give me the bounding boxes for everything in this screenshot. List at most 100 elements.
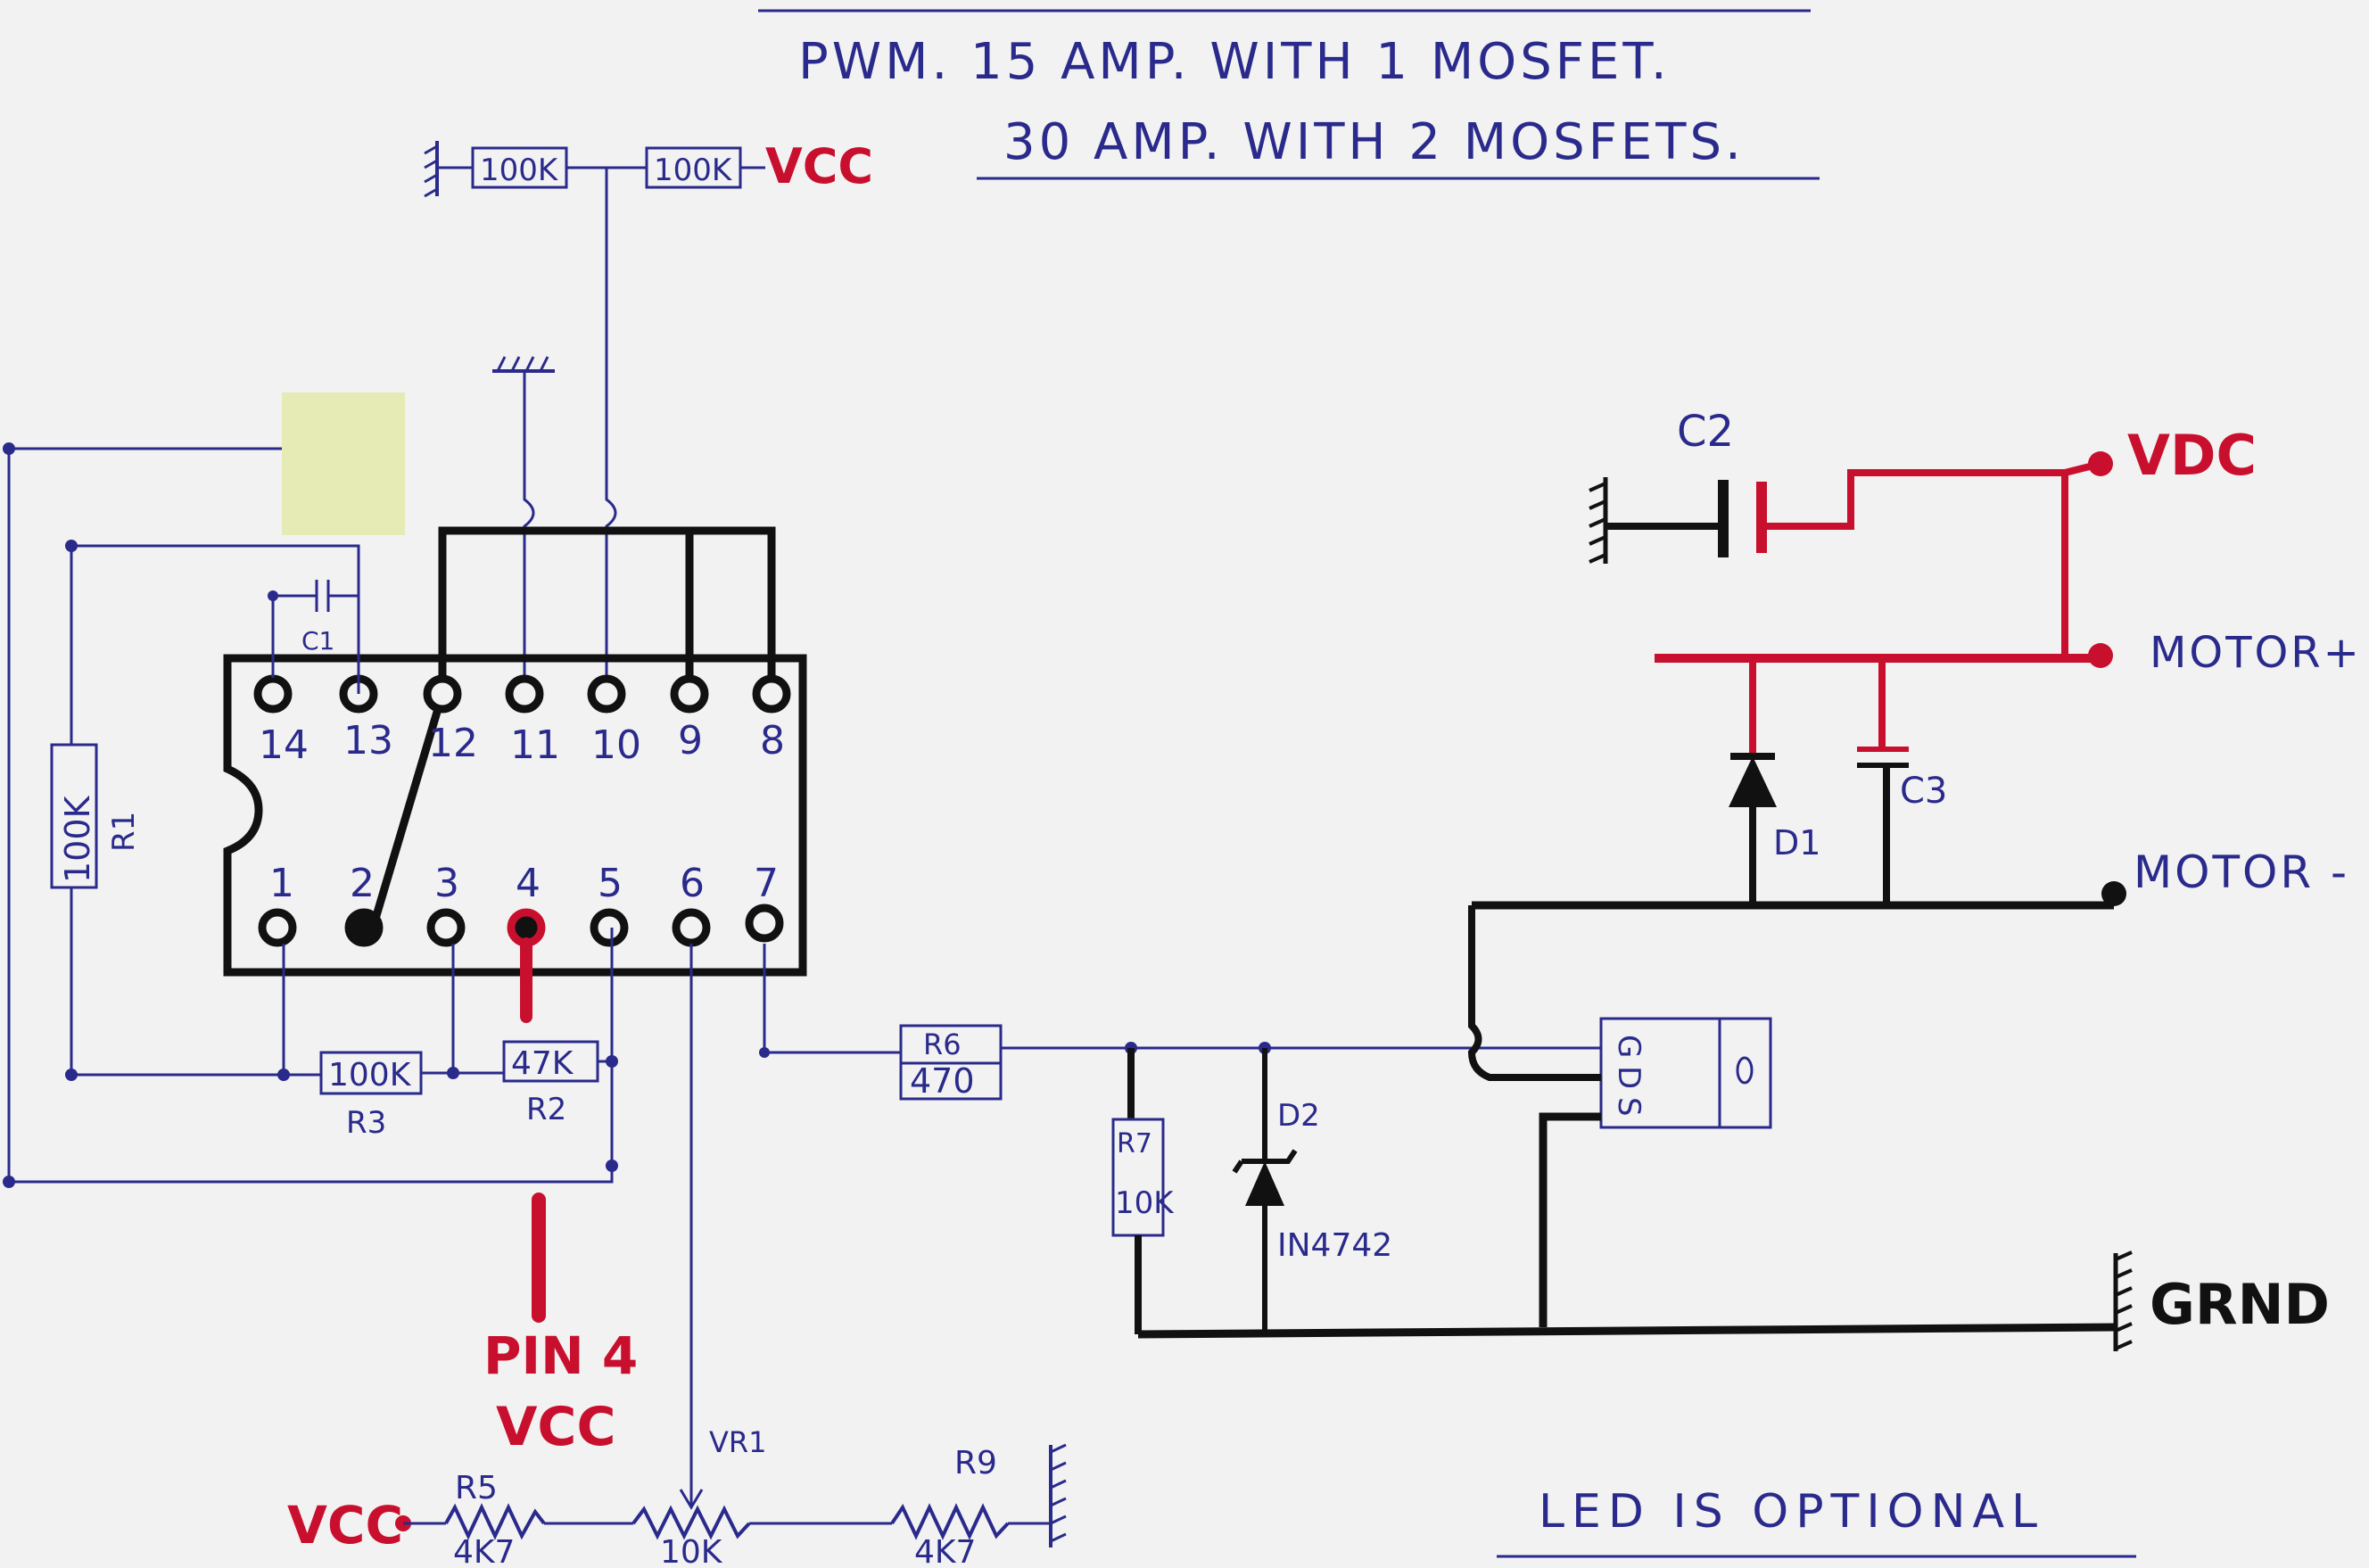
ic-pin-7	[745, 904, 784, 943]
ic-top-pin-labels: 14 13 12 11 10 9 8	[259, 718, 785, 768]
pin-label-6: 6	[680, 861, 705, 906]
mosfet-body	[1599, 1017, 1772, 1129]
ic-pin-3	[426, 908, 466, 947]
d1-body	[1729, 756, 1777, 807]
r1-value: 100K	[58, 795, 97, 883]
ic-pin-6	[672, 908, 711, 947]
c2-ground-symbol	[1589, 477, 1608, 564]
mosfet-g-label: G	[1611, 1035, 1647, 1058]
ic-pin-9	[670, 674, 709, 714]
pin-label-14: 14	[259, 722, 309, 768]
d2-part: IN4742	[1277, 1227, 1392, 1264]
ic-bottom-pin-labels: 1 2 3 4 5 6 7	[269, 861, 779, 906]
r7-value: 10K	[1115, 1185, 1175, 1221]
r1-name: R1	[106, 812, 142, 852]
pin-label-5: 5	[598, 861, 623, 906]
d2-name: D2	[1277, 1098, 1320, 1134]
r2-name: R2	[526, 1092, 566, 1127]
d1-label: D1	[1773, 823, 1820, 862]
grnd-label: GRND	[2150, 1272, 2330, 1337]
top-vcc-label: VCC	[765, 138, 873, 194]
pin4-vcc-label: VCC	[496, 1396, 616, 1458]
pin-label-12: 12	[428, 721, 478, 766]
r5-value: 4K7	[453, 1534, 515, 1568]
c1-label: C1	[301, 626, 334, 656]
top-resistor-right-label: 100K	[654, 153, 733, 188]
ic-pin-12	[423, 674, 462, 714]
r9-resistor	[890, 1503, 1010, 1540]
r1-resistor	[50, 743, 98, 889]
motor-minus-terminal	[2101, 881, 2126, 906]
r5-name: R5	[455, 1470, 498, 1506]
drain-wire	[1467, 905, 1601, 1081]
title-line-1: PWM. 15 AMP. WITH 1 MOSFET.	[798, 33, 1671, 91]
d2-zener-body	[1245, 1161, 1284, 1206]
pin8-bus-wire	[438, 526, 776, 694]
pin-label-10: 10	[591, 722, 641, 768]
ic-bottom-pins	[258, 904, 784, 947]
mosfet-s-label: S	[1611, 1097, 1647, 1117]
pin-label-7: 7	[754, 861, 779, 906]
ic-pin-14	[253, 674, 293, 714]
r9-name: R9	[954, 1445, 997, 1481]
vdc-terminal	[2088, 451, 2113, 476]
outer-loop-wire	[7, 449, 614, 1184]
r5-resistor	[444, 1503, 546, 1540]
r6-value: 470	[910, 1061, 975, 1101]
led-note: LED IS OPTIONAL	[1539, 1485, 2044, 1539]
pin12-to-pin2-wire	[368, 692, 447, 929]
title-line-2: 30 AMP. WITH 2 MOSFETS.	[1003, 113, 1745, 171]
pin10-wire	[605, 168, 617, 687]
ground-bus	[1137, 1323, 2115, 1339]
pin11-ground-symbol	[492, 356, 555, 373]
pin-label-4: 4	[516, 861, 541, 906]
pin7-output-wire	[763, 944, 901, 1054]
sticky-note	[282, 392, 405, 535]
ic-body	[223, 654, 807, 977]
pin-label-8: 8	[760, 718, 785, 763]
ic-top-pins	[253, 674, 791, 714]
mosfet-d-label: D	[1611, 1066, 1647, 1089]
r6-name: R6	[923, 1027, 962, 1061]
mosfet-tab-hole	[1736, 1056, 1754, 1085]
top-ground-symbol	[424, 141, 439, 198]
ic-pin-5	[590, 908, 629, 947]
r3-value: 100K	[328, 1057, 412, 1093]
vr1-name: VR1	[709, 1425, 766, 1459]
motor-plus-terminal	[2088, 643, 2113, 668]
c2-label: C2	[1677, 407, 1734, 457]
ic-pin-2	[344, 908, 384, 947]
r2-value: 47K	[511, 1045, 574, 1082]
r9-value: 4K7	[914, 1534, 976, 1568]
ic-pin-1	[258, 908, 297, 947]
top-resistor-left-label: 100K	[480, 153, 559, 188]
d2-zener-bar	[1242, 1149, 1298, 1164]
r9-ground-symbol	[1049, 1443, 1067, 1547]
source-wire	[1539, 1112, 1601, 1327]
ic-pin-10	[587, 674, 626, 714]
r3-name: R3	[346, 1105, 386, 1141]
pin-label-11: 11	[510, 722, 560, 768]
motor-minus-label: MOTOR -	[2134, 846, 2349, 898]
vr1-potentiometer	[631, 1505, 751, 1540]
pin-label-2: 2	[350, 861, 375, 906]
pin-label-3: 3	[434, 861, 459, 906]
r7-name: R7	[1117, 1128, 1152, 1159]
c3-label: C3	[1900, 771, 1947, 812]
pin4-label: PIN 4	[483, 1325, 638, 1386]
grnd-ground-symbol	[2113, 1250, 2133, 1351]
vdc-label: VDC	[2127, 423, 2257, 488]
pin-label-1: 1	[269, 861, 294, 906]
bottom-vcc-label: VCC	[287, 1495, 403, 1556]
ic-pin-8	[752, 674, 791, 714]
motor-plus-label: MOTOR+	[2150, 628, 2362, 678]
vr1-wiper-arrow	[679, 1489, 704, 1510]
vdc-wire	[1762, 460, 2101, 530]
ic-pin-11	[505, 674, 544, 714]
vr1-value: 10K	[660, 1534, 723, 1568]
pin-label-9: 9	[678, 718, 703, 763]
pin-label-13: 13	[343, 718, 393, 763]
pin11-wire	[523, 371, 535, 687]
